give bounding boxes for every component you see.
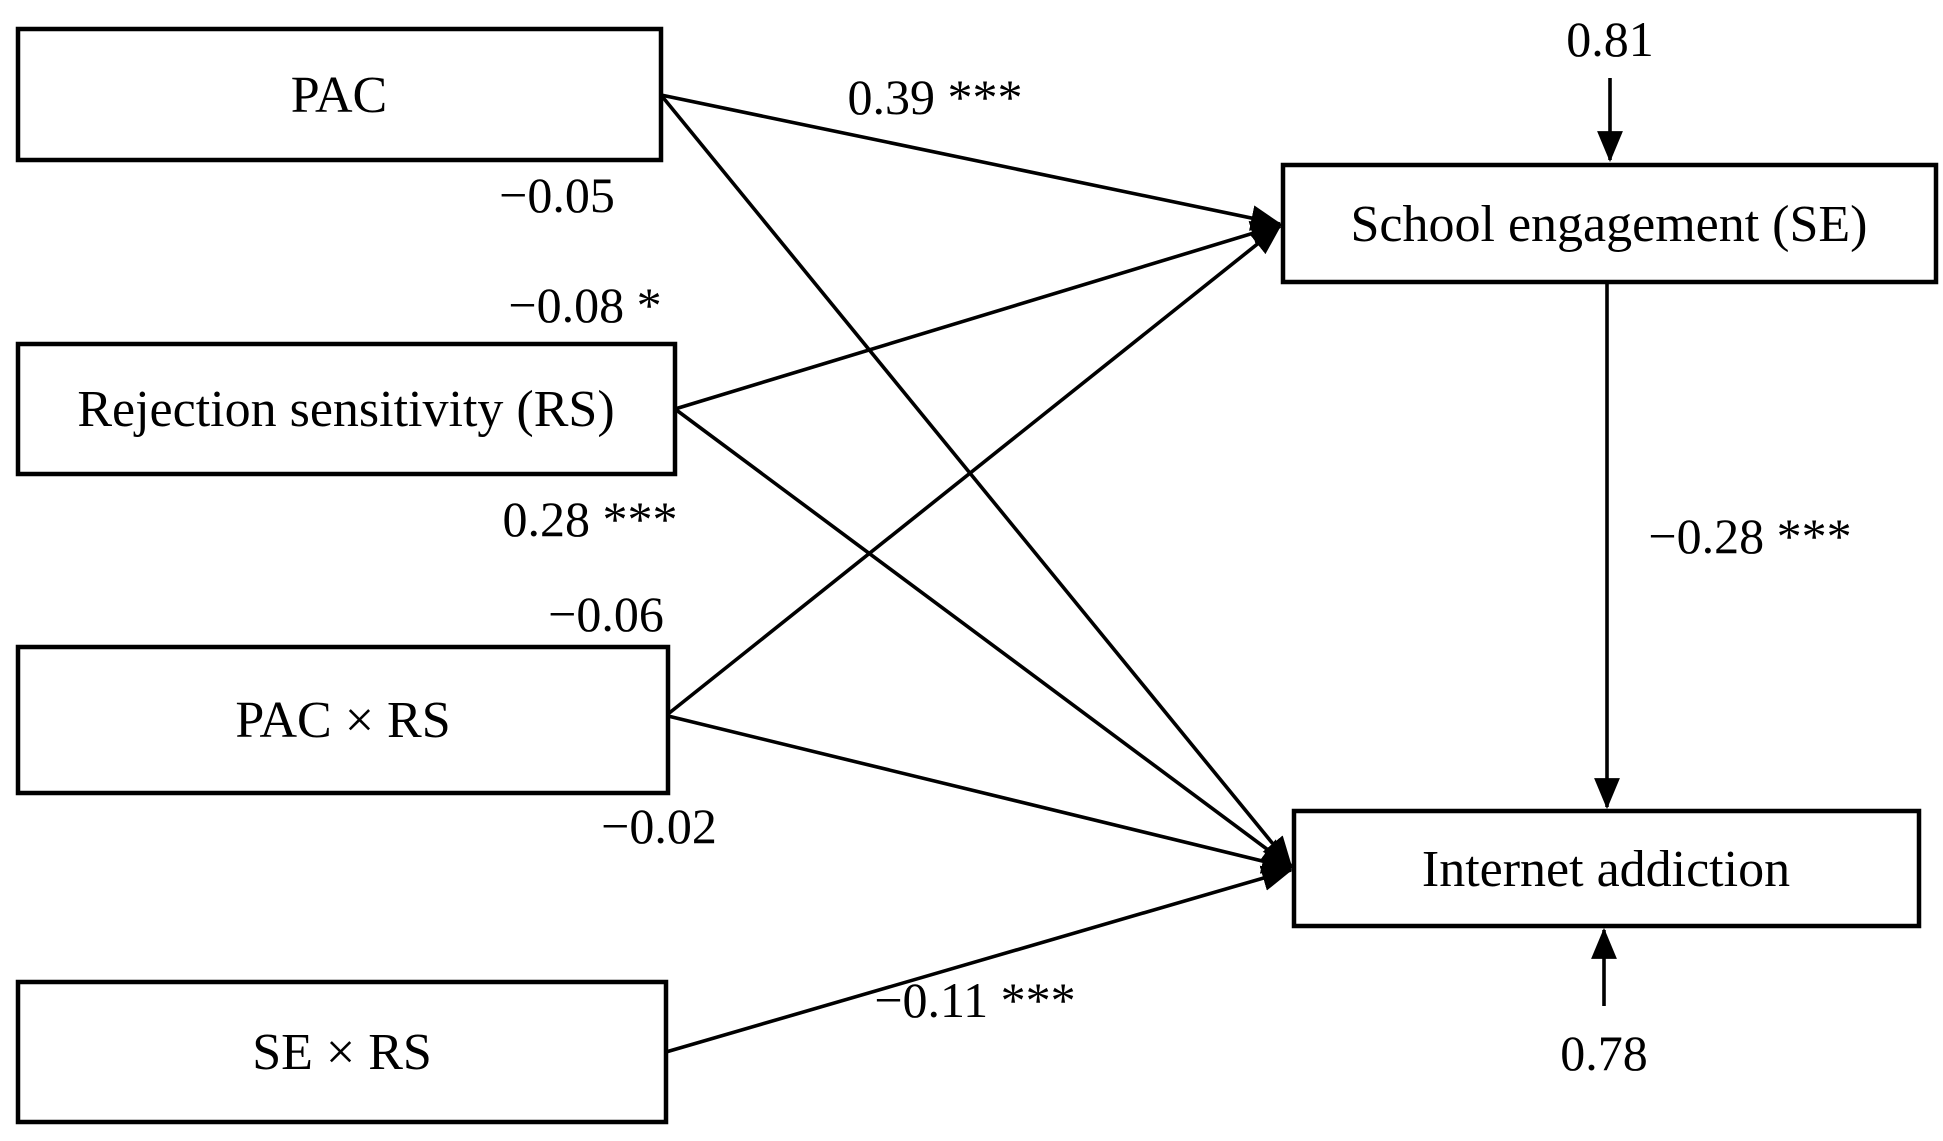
node-ia-box <box>1291 808 1922 929</box>
coef-rs-to-se: −0.08 * <box>508 277 661 333</box>
coef-pac-to-ia: −0.05 <box>499 167 615 223</box>
edges-group <box>659 78 1623 1054</box>
coef-pac-to-se: 0.39 *** <box>848 69 1023 125</box>
edge-sexrs-to-ia <box>665 865 1293 1054</box>
node-pacxrs-label: PAC × RS <box>235 692 450 749</box>
edge-pac-to-ia <box>659 93 1293 868</box>
node-rejection-sensitivity: Rejection sensitivity (RS) <box>15 341 678 477</box>
edge-rs-to-se <box>674 221 1282 411</box>
node-se-label: School engagement (SE) <box>1351 196 1868 253</box>
node-pac-label: PAC <box>291 67 387 124</box>
coef-sexrs-to-ia: −0.11 *** <box>874 972 1075 1028</box>
coef-rs-to-ia: 0.28 *** <box>503 491 678 547</box>
node-se-box <box>1280 162 1939 285</box>
node-school-engagement: School engagement (SE) <box>1280 162 1939 285</box>
node-pac: PAC <box>15 26 664 163</box>
nodes-group: PAC Rejection sensitivity (RS) PAC × RS … <box>15 26 1939 1125</box>
edge-pacxrs-to-ia <box>667 714 1294 874</box>
coefficient-labels-group: 0.39 *** −0.05 −0.08 * 0.28 *** −0.06 −0… <box>499 11 1851 1081</box>
residual-se-value: 0.81 <box>1566 11 1654 67</box>
node-ia-label: Internet addiction <box>1422 841 1790 898</box>
edge-rs-to-ia <box>673 407 1293 869</box>
coef-se-to-ia: −0.28 *** <box>1648 508 1851 564</box>
node-pac-x-rs: PAC × RS <box>15 644 671 796</box>
node-rs-box <box>15 341 678 477</box>
edge-pac-to-se <box>660 93 1283 231</box>
node-sexrs-label: SE × RS <box>252 1024 432 1081</box>
node-rs-label: Rejection sensitivity (RS) <box>77 381 614 438</box>
node-sexrs-box <box>15 979 669 1125</box>
edge-pacxrs-to-se <box>666 224 1282 716</box>
node-pac-box <box>15 26 664 163</box>
coef-pacxrs-to-se: −0.06 <box>548 586 664 642</box>
node-internet-addiction: Internet addiction <box>1291 808 1922 929</box>
coef-pacxrs-to-ia: −0.02 <box>601 798 717 854</box>
node-se-x-rs: SE × RS <box>15 979 669 1125</box>
node-pacxrs-box <box>15 644 671 796</box>
residual-ia-value: 0.78 <box>1560 1025 1648 1081</box>
